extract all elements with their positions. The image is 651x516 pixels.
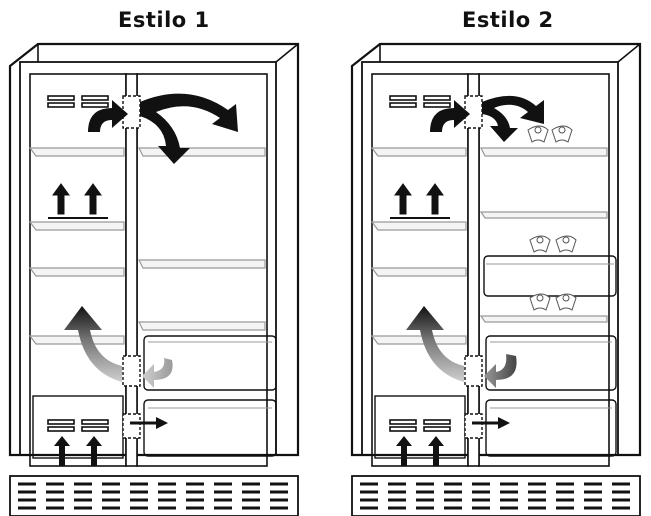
fresh-food-shelves	[479, 147, 608, 323]
style-2-title: Estilo 2	[462, 8, 554, 32]
bottle-rack-lower	[529, 293, 577, 311]
refrigerator-style-2	[350, 42, 642, 516]
style-1-title: Estilo 1	[118, 8, 210, 32]
base-grille	[351, 475, 641, 516]
bottle-rack-middle	[529, 235, 577, 253]
air-arrow-freezer-top	[88, 100, 128, 132]
crisper-drawer-lower	[485, 399, 617, 457]
freezer-shelves	[370, 147, 467, 345]
freezer-vent-bottom	[389, 419, 451, 432]
air-arrow-crisper	[484, 354, 517, 388]
air-arrow-fresh-food	[140, 93, 238, 164]
freezer-vent-bottom	[47, 419, 109, 432]
center-divider	[467, 73, 480, 467]
crisper-drawer-upper	[485, 335, 617, 391]
up-arrows-middle	[48, 183, 108, 219]
freezer-vent-top	[47, 95, 109, 108]
freezer-shelves	[28, 147, 125, 345]
center-divider	[125, 73, 138, 467]
cabinet-inner	[19, 61, 277, 456]
base-grille	[9, 475, 299, 516]
cabinet-outline	[8, 42, 300, 457]
air-return-arrow	[64, 306, 122, 382]
meat-pan	[483, 255, 617, 297]
up-arrows-bottom	[396, 436, 444, 466]
refrigerator-style-1	[8, 42, 300, 516]
freezer-vent-top	[389, 95, 451, 108]
air-arrow-lower	[472, 417, 510, 429]
cabinet-outline	[350, 42, 642, 457]
bottle-rack-top	[527, 125, 573, 143]
air-arrow-lower	[130, 417, 168, 429]
crisper-drawer-lower	[143, 399, 277, 457]
bottle-racks	[527, 125, 577, 311]
air-arrow-freezer-top	[430, 100, 470, 132]
up-arrows-middle	[390, 183, 450, 219]
air-arrow-crisper	[142, 358, 173, 388]
cabinet-inner	[361, 61, 619, 456]
crisper-drawer-upper	[143, 335, 277, 391]
air-return-arrow	[406, 306, 464, 382]
up-arrows-bottom	[54, 436, 102, 466]
air-arrow-fresh-food	[482, 95, 544, 142]
